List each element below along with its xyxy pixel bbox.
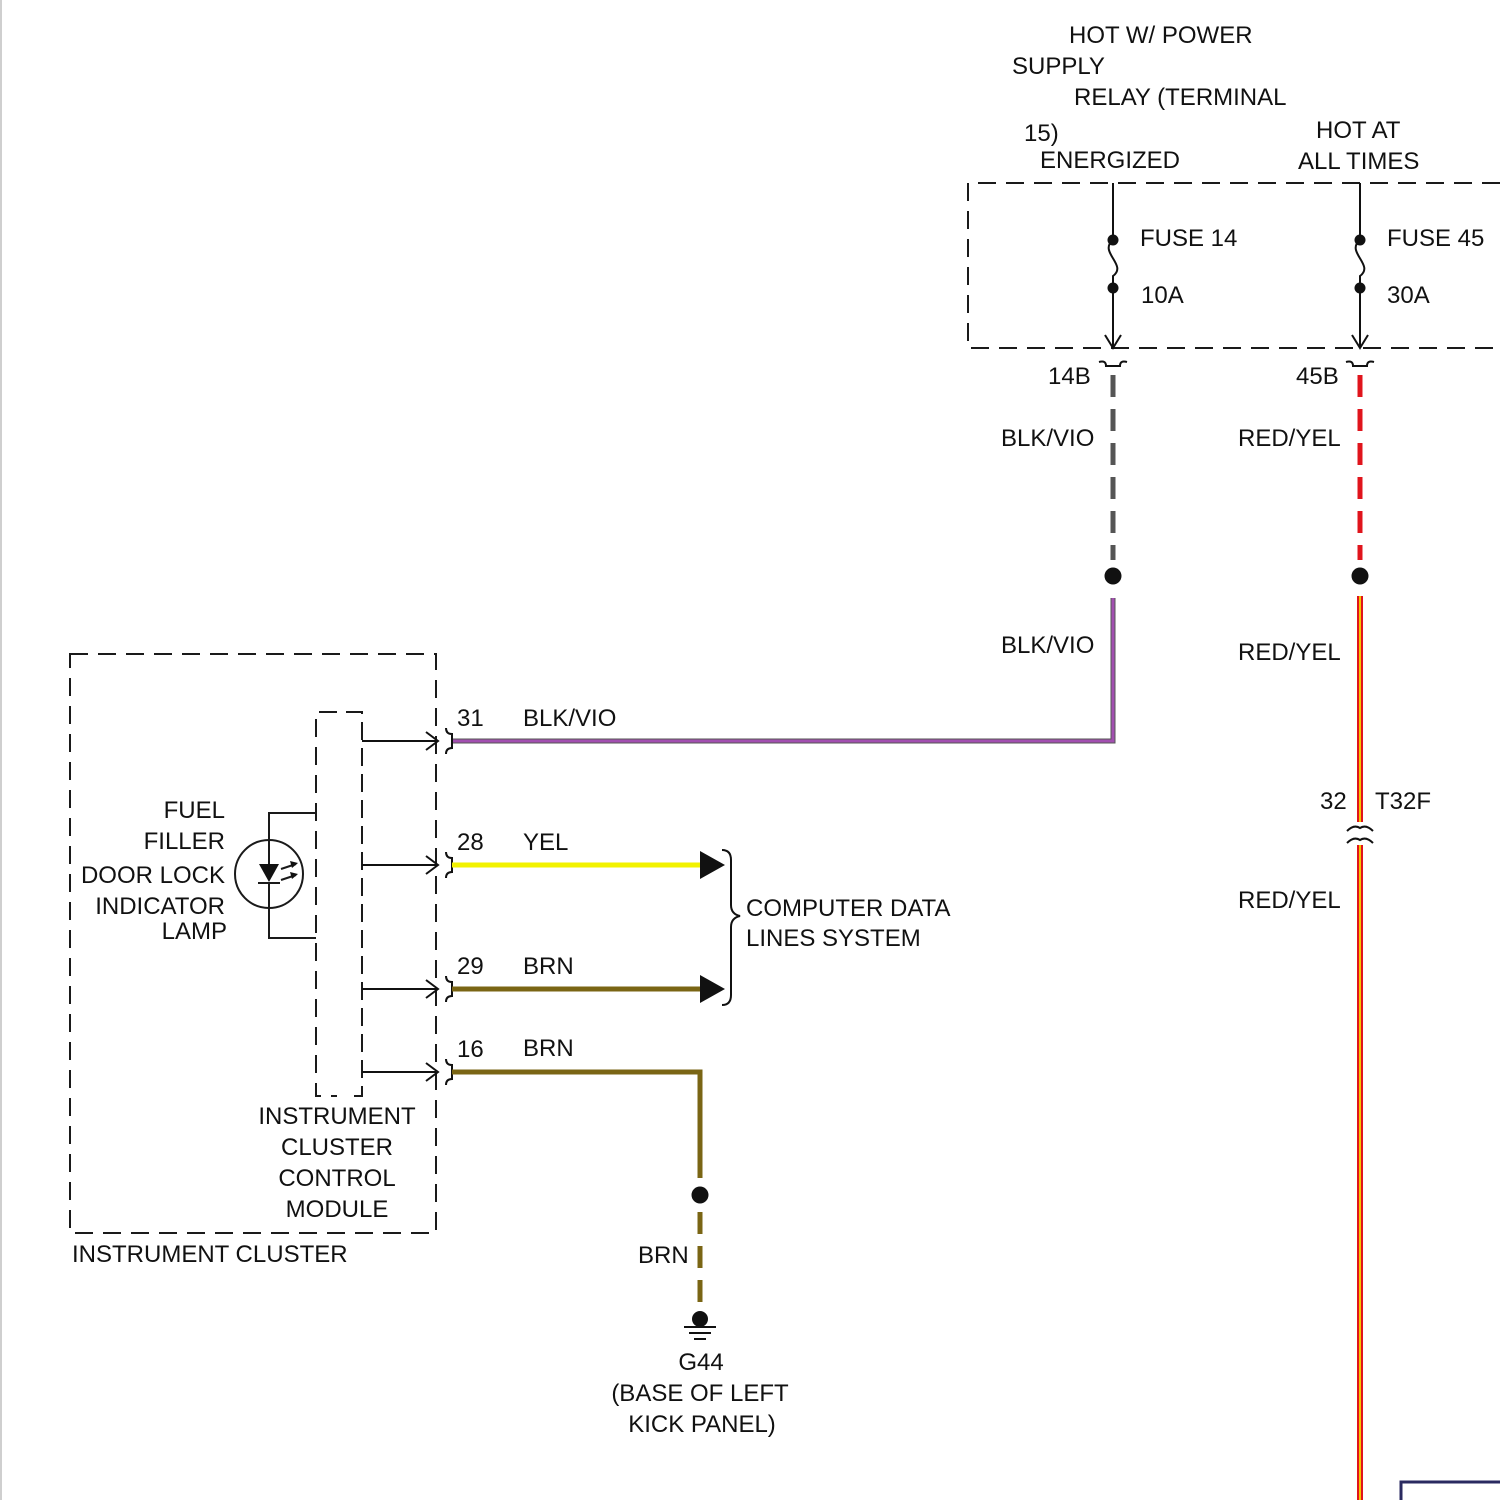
lamp-wiring-lower [269,908,316,938]
red-yel-splice [1352,568,1369,585]
lamp-label-line-4: INDICATOR [95,893,225,920]
fuse-45-terminal: 45B [1296,363,1339,390]
fuse-box-label-line-2: SUPPLY [1012,53,1105,80]
pin-29-color: BRN [523,953,574,980]
cluster-pin-31: 31 BLK/VIO [362,705,616,754]
fuse-14-name: FUSE 14 [1140,225,1237,252]
fuse-45-connector-icon [1346,362,1374,367]
control-module: INSTRUMENT CLUSTER CONTROL MODULE [258,712,416,1223]
t32f-connector-icon [1347,827,1373,843]
data-lines-label-line-2: LINES SYSTEM [746,925,921,952]
module-label-line-3: CONTROL [278,1165,395,1192]
t32f-pin: 32 [1320,788,1347,815]
red-yel-upper-label: RED/YEL [1238,425,1341,452]
ground-label-line-2: (BASE OF LEFT [611,1380,789,1407]
module-label-line-1: INSTRUMENT [258,1103,416,1130]
yel-wire-arrow-icon [700,851,725,879]
pin-28-number: 28 [457,829,484,856]
pin-16-connector-icon [446,1059,452,1085]
cluster-pin-28: 28 YEL [362,829,725,879]
lamp-label-line-3: DOOR LOCK [81,862,225,889]
blk-vio-splice [1105,568,1122,585]
control-module-outline [316,712,337,1096]
fuse-14-rating: 10A [1141,282,1184,309]
ground-wire-label: BRN [638,1242,689,1269]
cluster-pin-29: 29 BRN [362,953,725,1003]
connector-t32f: 32 T32F [1320,788,1431,843]
fuse-box-label-line-5: ENERGIZED [1040,147,1180,174]
data-lines-brace [722,850,740,1005]
hot-at-all-times-label: HOT AT ALL TIMES [1298,117,1419,175]
data-lines-label-line-1: COMPUTER DATA [746,895,950,922]
pin-28-connector-icon [446,852,452,878]
fuel-door-lock-indicator-lamp: FUEL FILLER DOOR LOCK INDICATOR LAMP [81,797,316,945]
pin-29-number: 29 [457,953,484,980]
pin-28-color: YEL [523,829,568,856]
fuse-14-element [1109,240,1118,288]
pin-16-number: 16 [457,1036,484,1063]
lamp-wiring [269,813,316,840]
fuse-14-connector-icon [1099,362,1127,367]
ground-splice [692,1187,709,1204]
instrument-cluster-label: INSTRUMENT CLUSTER [72,1241,348,1268]
module-label-line-2: CLUSTER [281,1134,393,1161]
fuse-45-rating: 30A [1387,282,1430,309]
brn-ground-wire [452,1072,700,1178]
red-yel-lower-label: RED/YEL [1238,887,1341,914]
ground-terminal [692,1311,708,1327]
pin-16-color: BRN [523,1035,574,1062]
ground-g44: BRN G44 (BASE OF LEFT KICK PANEL) [611,1187,789,1439]
lamp-label-line-5: LAMP [162,918,227,945]
led-emission-arrowhead-2 [290,872,298,879]
lamp-label-line-2: FILLER [144,828,225,855]
pin-31-connector-icon [446,728,452,754]
fuse-box-label: HOT W/ POWER SUPPLY RELAY (TERMINAL 15) … [1012,22,1287,174]
module-label-line-4: MODULE [286,1196,389,1223]
pin-29-connector-icon [446,976,452,1002]
t32f-name: T32F [1375,788,1431,815]
fuse-45: FUSE 45 30A 45B [1296,183,1484,390]
lamp-label-line-1: FUEL [164,797,225,824]
hot-label-line-1: HOT AT [1316,117,1401,144]
fuse-45-element [1356,240,1365,288]
fuse-14: FUSE 14 10A 14B [1048,183,1237,390]
fuse-box-label-line-1: HOT W/ POWER [1069,22,1253,49]
ground-label-line-3: KICK PANEL) [628,1411,776,1438]
computer-data-lines: COMPUTER DATA LINES SYSTEM [722,850,950,1005]
ground-label-line-1: G44 [678,1349,723,1376]
hot-label-line-2: ALL TIMES [1298,148,1419,175]
fuse-14-terminal: 14B [1048,363,1091,390]
blk-vio-upper-label: BLK/VIO [1001,425,1094,452]
brn-wire-arrow-icon [700,975,725,1003]
fuse-box-label-line-4: 15) [1024,120,1059,147]
pin-31-color: BLK/VIO [523,705,616,732]
control-module-right-edge [346,712,362,1096]
led-diode-icon [259,864,279,882]
red-yel-middle-label: RED/YEL [1238,639,1341,666]
pin-31-number: 31 [457,705,484,732]
fuse-45-name: FUSE 45 [1387,225,1484,252]
fuse-box-label-line-3: RELAY (TERMINAL [1074,84,1287,111]
blk-vio-lower-label: BLK/VIO [1001,632,1094,659]
next-component-outline [1401,1482,1500,1500]
led-emission-arrowhead-1 [290,861,298,868]
fuse-box-outline [968,183,1500,348]
